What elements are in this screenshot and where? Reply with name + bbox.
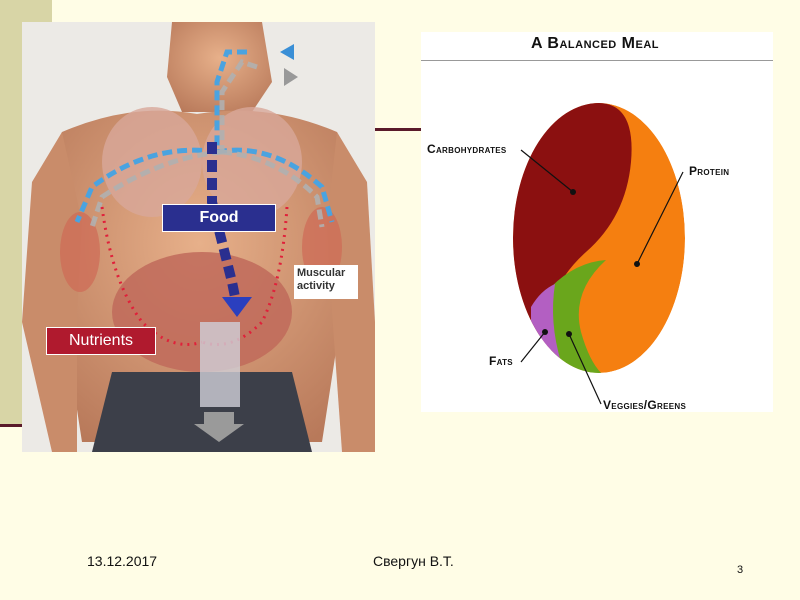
- carbohydrates-label: Carbohydrates: [427, 142, 507, 156]
- balanced-meal-title: A Balanced Meal: [531, 35, 660, 52]
- veggies-leader: [568, 333, 602, 405]
- title-rule: [421, 60, 773, 61]
- muscular-activity-label: Muscular activity: [294, 265, 358, 299]
- balanced-meal-plate: [513, 103, 685, 405]
- page-number: 3: [737, 564, 744, 576]
- carbohydrates-dot: [570, 189, 576, 195]
- title-accent-line: [375, 128, 423, 131]
- body-digestion-illustration: [22, 22, 375, 452]
- balanced-meal-panel: A Balanced Meal Carbohydrates Protein Fa…: [421, 32, 773, 412]
- footer-date: 13.12.2017: [87, 553, 158, 569]
- protein-label: Protein: [689, 164, 730, 178]
- food-label: Food: [162, 204, 276, 232]
- fats-dot: [542, 329, 548, 335]
- footer-author: Свергун В.Т.: [373, 553, 454, 569]
- carbohydrates-leader: [520, 149, 574, 193]
- fats-label: Fats: [489, 354, 513, 368]
- protein-dot: [634, 261, 640, 267]
- veggies-dot: [566, 331, 572, 337]
- body-illustration-graphic: [22, 22, 375, 452]
- veggies-label: Veggies/Greens: [603, 398, 687, 412]
- nutrients-label: Nutrients: [46, 327, 156, 355]
- protein-leader: [636, 171, 684, 265]
- fats-leader: [520, 331, 546, 363]
- veggies-slice: [551, 260, 606, 373]
